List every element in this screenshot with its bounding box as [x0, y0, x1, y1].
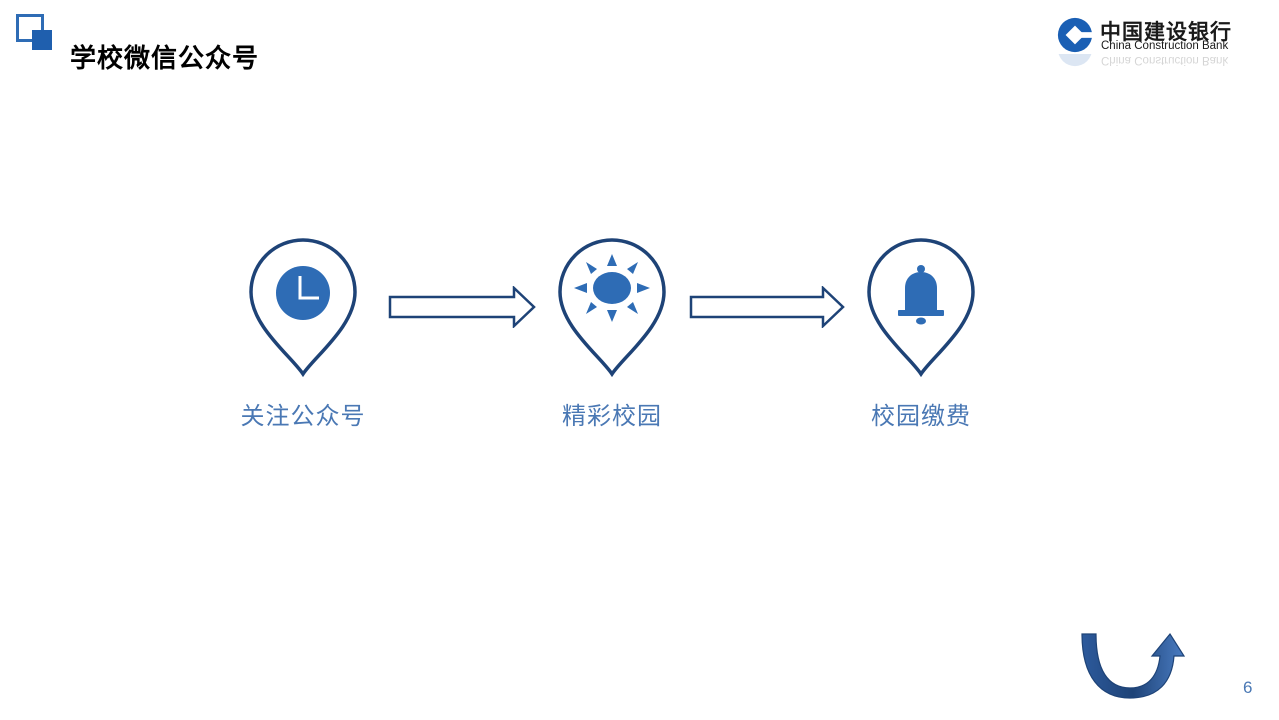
bell-icon [898, 265, 944, 325]
map-pin-icon [249, 238, 357, 378]
flow-arrow-right [689, 286, 845, 328]
sun-icon [574, 254, 650, 322]
brand-name-en: China Construction Bank [1101, 40, 1229, 52]
page-number: 6 [1243, 678, 1253, 697]
return-arrow-icon[interactable] [1078, 630, 1188, 702]
map-pin-icon [867, 238, 975, 378]
step-payment: 校园缴费 [846, 236, 996, 431]
brand-name-en-reflection: China Construction Bank [1101, 54, 1229, 66]
map-pin-icon [558, 238, 666, 378]
flow-arrow-right [388, 286, 536, 328]
corner-decoration [16, 14, 52, 50]
step-label: 精彩校园 [562, 402, 662, 430]
corner-square-outline [16, 14, 44, 42]
brand-logo-reflection [1056, 54, 1094, 68]
step-label: 校园缴费 [871, 402, 971, 430]
brand-logo-block: 中国建设银行 China Construction Bank China Con… [1056, 14, 1266, 74]
step-label: 关注公众号 [240, 402, 366, 430]
brand-name-cn: 中国建设银行 [1100, 20, 1232, 44]
step-campus: 精彩校园 [537, 236, 687, 431]
page-title: 学校微信公众号 [70, 44, 260, 74]
corner-square-filled [32, 30, 52, 50]
ccb-logo-icon [1057, 17, 1094, 53]
clock-icon [276, 266, 330, 320]
step-follow: 关注公众号 [228, 236, 378, 431]
